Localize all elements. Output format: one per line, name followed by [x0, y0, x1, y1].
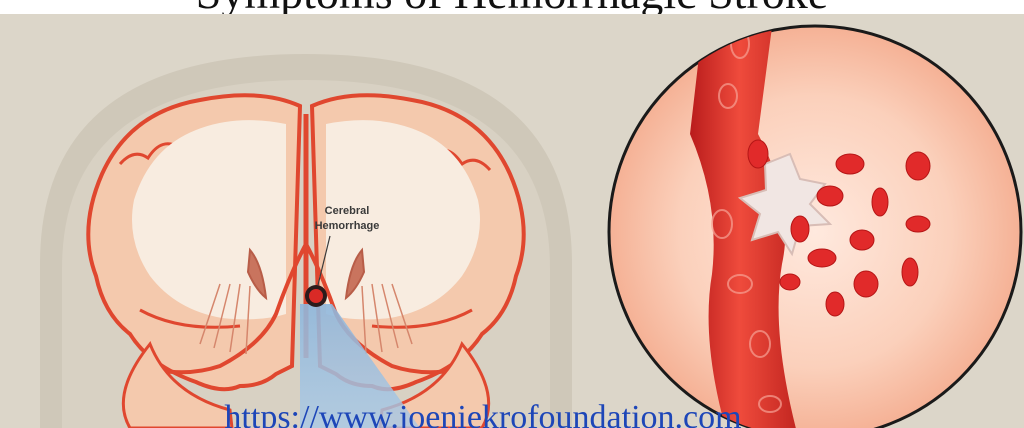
callout-line-1: Cerebral: [302, 204, 392, 219]
watermark-url: https://www.joeniekrofoundation.com: [0, 398, 966, 428]
blood-vessel-rupture-illustration: [609, 14, 1021, 428]
callout-line-2: Hemorrhage: [302, 219, 392, 234]
illustration-panel: Cerebral Hemorrhage: [0, 14, 1024, 428]
medical-illustration: [0, 14, 1024, 428]
hemorrhage-callout-label: Cerebral Hemorrhage: [302, 204, 392, 234]
